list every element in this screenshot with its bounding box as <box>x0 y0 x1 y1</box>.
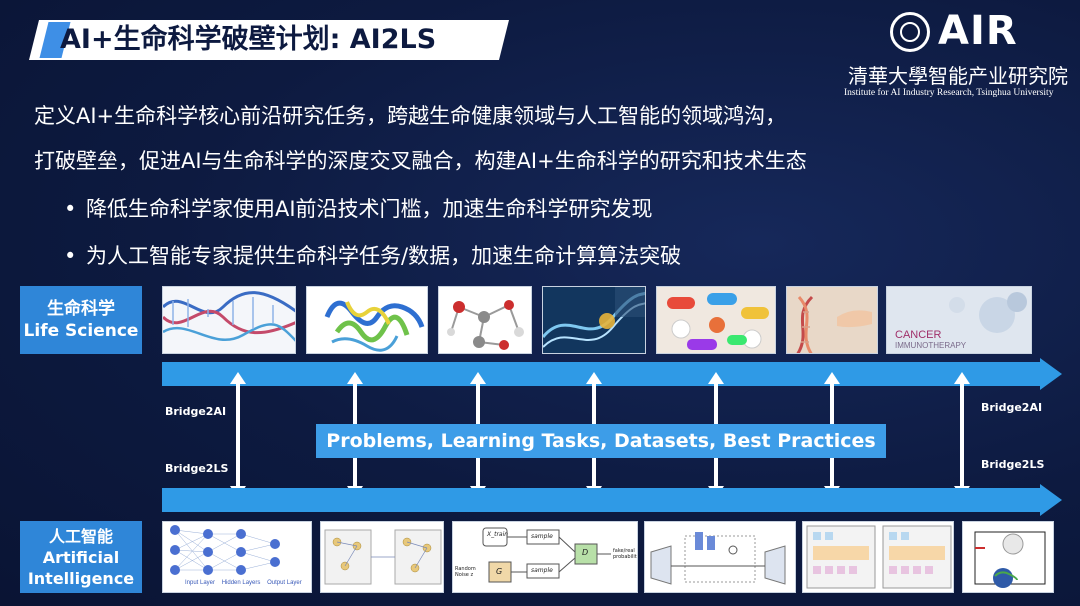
slide-title: AI+生命科学破壁计划: AI2LS <box>60 24 437 55</box>
life-science-label-en: Life Science <box>23 321 139 341</box>
nn-layer-labels: Input Layer Hidden Layers Output Layer <box>185 580 302 586</box>
gan-diagram: X_train Random Noise z G sample sample D… <box>452 521 638 593</box>
bridge2ls-left: Bridge2LS <box>165 462 229 475</box>
bottom-arrow-band <box>162 488 1040 512</box>
bert-finetuning-diagram <box>802 521 954 593</box>
intro-line-1: 定义AI+生命科学核心前沿研究任务，跨越生命健康领域与人工智能的领域鸿沟， <box>34 104 787 128</box>
gan-xtrain-label: X_train <box>487 531 509 538</box>
org-name-en: Institute for AI Industry Research, Tsin… <box>844 88 1054 98</box>
input-layer-label: Input Layer <box>185 580 216 586</box>
gan-sample-label-1: sample <box>531 533 553 540</box>
ai-label-en-2: Intelligence <box>27 568 135 588</box>
neural-network-diagram: Input Layer Hidden Layers Output Layer <box>162 521 312 593</box>
top-arrow-head-icon <box>1040 358 1062 390</box>
bullet-text: 降低生命科学家使用AI前沿技术门槛，加速生命科学研究发现 <box>86 197 653 221</box>
bottom-arrow-head-icon <box>1040 484 1062 516</box>
dna-cell-image <box>542 286 646 354</box>
bridge-arrow <box>230 372 246 498</box>
spatial-transformer-diagram <box>644 521 796 593</box>
ai-label-en-1: Artificial <box>42 547 120 567</box>
bridge2ls-right: Bridge2LS <box>981 458 1045 471</box>
reinforcement-learning-diagram <box>962 521 1054 593</box>
gan-sample-label-2: sample <box>531 567 553 574</box>
tsinghua-seal-icon <box>890 12 930 52</box>
gan-g-label: G <box>496 567 503 576</box>
pills-image <box>656 286 776 354</box>
bullet-item: • 为人工智能专家提供生命科学任务/数据，加速生命计算算法突破 <box>64 240 681 270</box>
bridge2ai-right: Bridge2AI <box>981 401 1043 414</box>
graph-convolution-diagram <box>320 521 444 593</box>
intro-line-2: 打破壁垒，促进AI与生命科学的深度交叉融合，构建AI+生命科学的研究和技术生态 <box>34 149 807 173</box>
org-name-cn: 清華大學智能产业研究院 <box>848 64 1068 88</box>
gan-d-label: D <box>582 548 589 557</box>
bullet-item: • 降低生命科学家使用AI前沿技术门槛，加速生命科学研究发现 <box>64 193 653 223</box>
dna-helix-image <box>162 286 296 354</box>
ai-label: 人工智能 Artificial Intelligence <box>20 521 142 593</box>
life-science-label-cn: 生命科学 <box>47 299 115 319</box>
life-science-label: 生命科学 Life Science <box>20 286 142 354</box>
molecule-model-image <box>438 286 532 354</box>
problems-banner: Problems, Learning Tasks, Datasets, Best… <box>316 424 886 458</box>
dna-hand-image <box>786 286 878 354</box>
air-logo: AIR <box>938 8 1018 54</box>
logo-block: AIR 清華大學智能产业研究院 Institute for AI Industr… <box>840 8 1072 100</box>
bullet-dot-icon: • <box>64 197 77 221</box>
bullet-text: 为人工智能专家提供生命科学任务/数据，加速生命计算算法突破 <box>86 244 682 268</box>
ai-label-cn: 人工智能 <box>48 526 113 546</box>
bridge-arrow <box>954 372 970 498</box>
gan-output-label: fake/real probability <box>613 548 638 560</box>
immunotherapy-text: IMMUNOTHERAPY <box>895 341 967 350</box>
output-layer-label: Output Layer <box>267 580 302 586</box>
cancer-immunotherapy-image: CANCER IMMUNOTHERAPY <box>886 286 1032 354</box>
protein-structure-image <box>306 286 428 354</box>
hidden-layers-label: Hidden Layers <box>221 580 261 586</box>
bridge2ai-left: Bridge2AI <box>165 405 227 418</box>
cancer-text: CANCER <box>895 329 942 341</box>
bullet-dot-icon: • <box>64 244 77 268</box>
gan-noise-label: Random Noise z <box>455 566 476 578</box>
